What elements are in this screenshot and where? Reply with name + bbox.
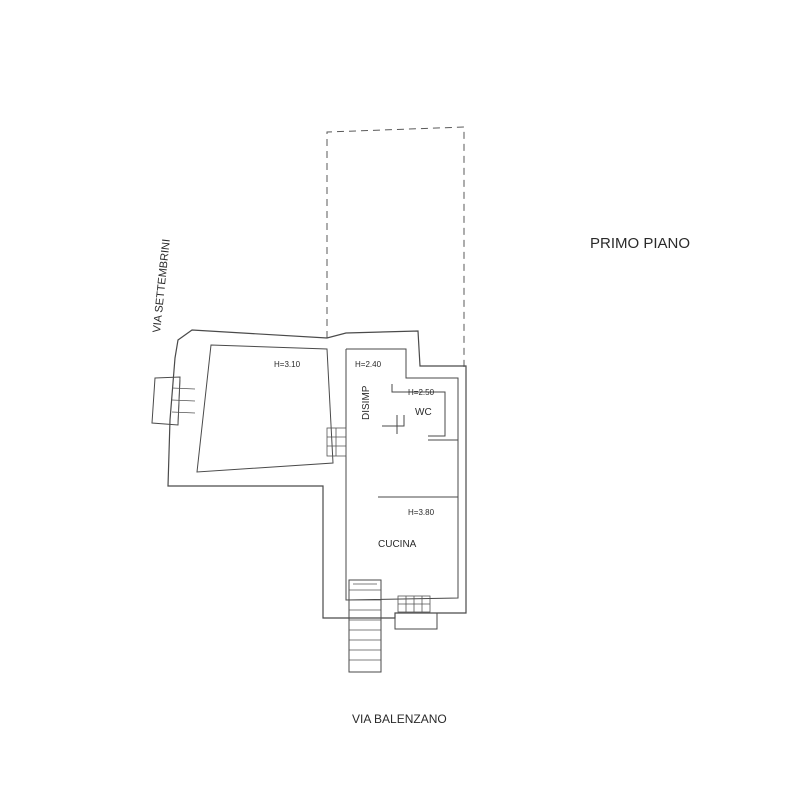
street-label-south: VIA BALENZANO	[352, 712, 447, 726]
west-window-3	[171, 411, 196, 414]
room-name-cucina: CUCINA	[378, 539, 417, 550]
west-window-1	[171, 387, 196, 390]
south-balcony	[394, 595, 438, 630]
room-height-cucina: H=3.80	[408, 508, 435, 517]
west-window-4	[177, 379, 181, 424]
wc-partition	[382, 415, 405, 427]
west-balcony	[151, 376, 181, 426]
inner-door-frame	[326, 427, 347, 457]
staircase	[348, 579, 382, 673]
open-area-outline	[326, 126, 465, 368]
room-height-1: H=3.10	[274, 360, 301, 369]
room-name-wc: WC	[415, 407, 432, 418]
building-outer-wall	[167, 329, 467, 619]
room-name-disimp: DISIMP	[361, 385, 372, 420]
floor-title: PRIMO PIANO	[590, 235, 690, 252]
disimp-wall	[345, 349, 459, 601]
street-label-north-west: VIA SETTEMBRINI	[151, 238, 173, 333]
west-window-2	[171, 399, 196, 402]
wc-wall	[391, 384, 446, 437]
room-1-wall	[196, 344, 334, 473]
disimp-top-wall	[346, 348, 459, 436]
room-height-wc: H=2.50	[408, 388, 435, 397]
room-height-disimp: H=2.40	[355, 360, 382, 369]
